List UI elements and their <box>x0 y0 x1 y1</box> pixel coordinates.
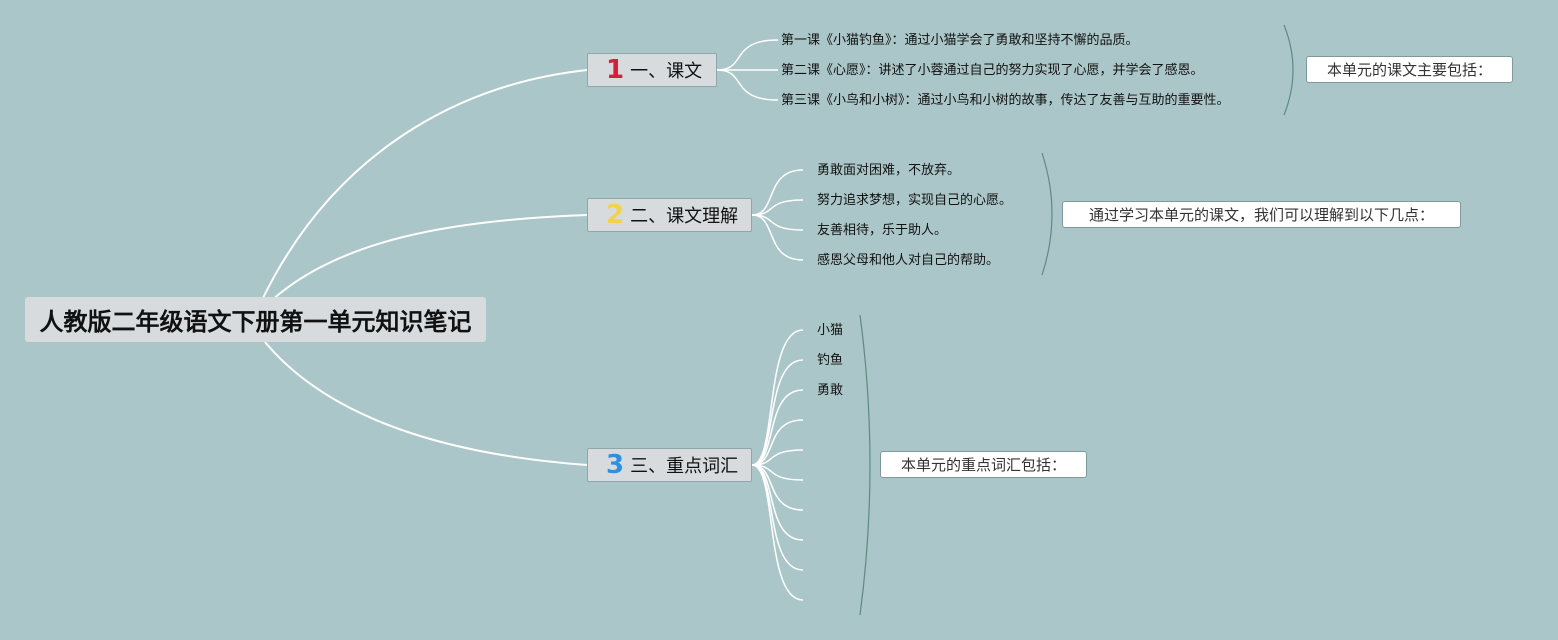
branch-2-topic[interactable]: 2 二、课文理解 <box>587 198 752 232</box>
leaf-1-1[interactable]: 第一课《小猫钓鱼》：通过小猫学会了勇敢和坚持不懈的品质。 <box>781 33 1139 48</box>
summary-branch-1-label: 本单元的课文主要包括： <box>1326 61 1492 79</box>
leaf-3-1[interactable]: 小猫 <box>817 323 844 338</box>
connector-branch-2-leaf-2 <box>751 199 804 216</box>
connector-root-branch-3 <box>264 341 588 466</box>
branch-1-topic[interactable]: 1 一、课文 <box>587 53 717 87</box>
leaf-2-4[interactable]: 感恩父母和他人对自己的帮助。 <box>817 253 1000 268</box>
connector-branch-1-leaf-1 <box>716 39 779 71</box>
connector-root-branch-1 <box>261 69 588 301</box>
connector-branch-2-leaf-4 <box>751 214 804 261</box>
leaf-2-1[interactable]: 勇敢面对困难，不放弃。 <box>817 163 961 178</box>
connector-branch-3-leaf-5 <box>751 449 804 466</box>
leaf-3-2[interactable]: 钓鱼 <box>817 353 844 368</box>
branch-3-label: 三、重点词汇 <box>630 456 739 477</box>
connector-root-branch-2 <box>271 214 588 301</box>
leaf-2-2[interactable]: 努力追求梦想，实现自己的心愿。 <box>817 193 1013 208</box>
summary-branch-2[interactable]: 通过学习本单元的课文，我们可以理解到以下几点： <box>1062 201 1461 228</box>
leaf-1-3[interactable]: 第三课《小鸟和小树》：通过小鸟和小树的故事，传达了友善与互助的重要性。 <box>781 93 1230 108</box>
connector-branch-2-leaf-3 <box>751 214 804 231</box>
connector-branch-3-leaf-4 <box>751 419 804 466</box>
number-2-icon: 2 <box>606 200 625 230</box>
number-1-icon: 1 <box>606 55 625 85</box>
bracket-branch-1 <box>1283 24 1294 116</box>
branch-3-topic[interactable]: 3 三、重点词汇 <box>587 448 752 482</box>
root-topic-label: 人教版二年级语文下册第一单元知识笔记 <box>39 308 472 336</box>
connector-branch-3-leaf-6 <box>751 464 804 481</box>
summary-branch-2-label: 通过学习本单元的课文，我们可以理解到以下几点： <box>1088 206 1434 224</box>
root-topic[interactable]: 人教版二年级语文下册第一单元知识笔记 <box>25 297 486 342</box>
leaf-1-2[interactable]: 第二课《心愿》：讲述了小蓉通过自己的努力实现了心愿，并学会了感恩。 <box>781 63 1204 78</box>
connector-branch-3-leaf-2 <box>751 359 804 466</box>
leaf-2-3[interactable]: 友善相待，乐于助人。 <box>817 223 948 238</box>
number-3-icon: 3 <box>606 450 625 480</box>
bracket-branch-3 <box>859 314 871 616</box>
leaf-3-3[interactable]: 勇敢 <box>817 383 844 398</box>
branch-2-label: 二、课文理解 <box>630 206 739 227</box>
connector-branch-3-leaf-1 <box>751 329 804 466</box>
connector-branch-3-leaf-10 <box>751 464 804 601</box>
summary-branch-1[interactable]: 本单元的课文主要包括： <box>1306 56 1513 83</box>
connector-branch-1-leaf-3 <box>716 69 779 101</box>
branch-1-label: 一、课文 <box>630 61 703 82</box>
connector-branch-3-leaf-3 <box>751 389 804 466</box>
bracket-branch-2 <box>1041 152 1053 276</box>
summary-branch-3[interactable]: 本单元的重点词汇包括： <box>880 451 1087 478</box>
summary-branch-3-label: 本单元的重点词汇包括： <box>900 456 1066 474</box>
connector-branch-2-leaf-1 <box>751 169 804 216</box>
